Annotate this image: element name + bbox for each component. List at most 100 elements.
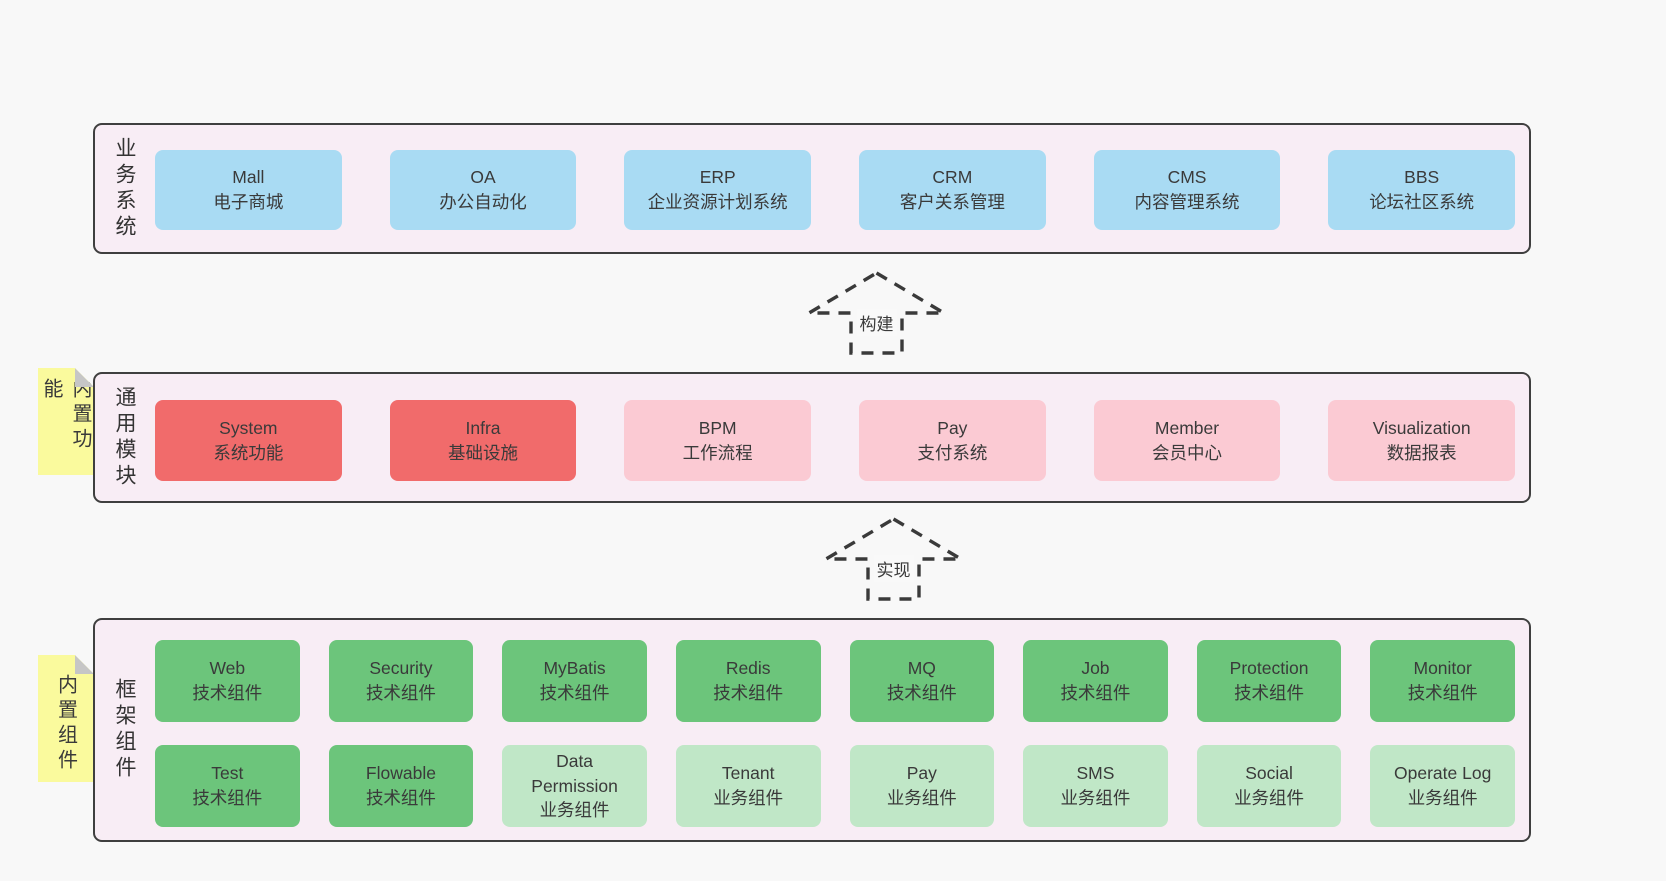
box-subtitle: 技术组件 <box>365 683 436 703</box>
box-protection: Protection 技术组件 <box>1196 640 1342 722</box>
box-subtitle: 技术组件 <box>1407 683 1478 703</box>
box-crm: CRM 客户关系管理 <box>859 150 1046 230</box>
layer-label-common-modules: 通用模块 <box>95 374 153 501</box>
box-title: Tenant <box>721 763 775 784</box>
box-title: Security <box>369 658 433 679</box>
box-flowable: Flowable 技术组件 <box>328 745 474 827</box>
box-subtitle: 电子商城 <box>213 192 284 212</box>
implement-arrow: 实现 <box>823 516 964 602</box>
box-subtitle: 企业资源计划系统 <box>647 192 788 212</box>
box-title: Job <box>1081 658 1110 679</box>
box-subtitle: 工作流程 <box>682 442 753 463</box>
box-bbs: BBS 论坛社区系统 <box>1328 150 1516 230</box>
box-bpm: BPM 工作流程 <box>624 400 812 481</box>
sticky-note-text: 内置功能 <box>40 378 91 453</box>
box-subtitle: 技术组件 <box>539 683 610 703</box>
box-web: Web 技术组件 <box>155 640 300 722</box>
box-subtitle: 业务组件 <box>1407 788 1478 808</box>
box-subtitle: 技术组件 <box>1060 683 1131 703</box>
box-title: Flowable <box>365 763 436 784</box>
box-member: Member 会员中心 <box>1093 400 1281 481</box>
box-subtitle: 基础设施 <box>448 442 518 463</box>
box-title: Data Permission <box>531 750 618 796</box>
box-subtitle: 业务组件 <box>1234 788 1305 808</box>
box-test: Test 技术组件 <box>155 745 300 827</box>
sticky-note-builtin-features: 内置功能 <box>38 368 94 475</box>
box-title: Pay <box>937 417 968 438</box>
box-subtitle: 论坛社区系统 <box>1369 192 1475 212</box>
box-title: SMS <box>1076 763 1115 784</box>
box-subtitle: 技术组件 <box>192 683 263 703</box>
box-title: Protection <box>1229 658 1309 679</box>
box-system: System 系统功能 <box>155 400 342 481</box>
folded-corner-icon <box>75 655 94 674</box>
box-subtitle: 业务组件 <box>713 788 784 808</box>
build-arrow-label: 构建 <box>856 308 897 336</box>
box-title: ERP <box>699 167 736 188</box>
layer-label-text: 通用模块 <box>113 385 136 490</box>
box-title: Visualization <box>1372 417 1471 438</box>
box-social: Social 业务组件 <box>1196 745 1342 827</box>
box-title: Monitor <box>1413 658 1472 679</box>
layer-label-business-systems: 业务系统 <box>95 125 153 252</box>
build-arrow: 构建 <box>806 270 947 356</box>
box-title: Social <box>1245 763 1293 784</box>
sticky-note-builtin-components: 内置组件 <box>38 655 94 782</box>
layer-label-text: 业务系统 <box>113 136 136 241</box>
box-subtitle: 会员中心 <box>1152 442 1223 463</box>
box-data-permission: Data Permission 业务组件 <box>502 745 647 827</box>
box-title: Infra <box>465 417 501 438</box>
box-subtitle: 数据报表 <box>1386 442 1457 463</box>
box-title: CRM <box>932 167 973 188</box>
box-oa: OA 办公自动化 <box>389 150 577 230</box>
box-title: System <box>219 417 278 438</box>
box-subtitle: 支付系统 <box>917 442 988 463</box>
box-title: Redis <box>725 658 771 679</box>
box-subtitle: 客户关系管理 <box>899 192 1005 212</box>
box-subtitle: 业务组件 <box>539 800 610 821</box>
folded-corner-icon <box>75 368 94 387</box>
box-title: MQ <box>907 658 936 679</box>
box-mybatis: MyBatis 技术组件 <box>502 640 647 722</box>
box-subtitle: 技术组件 <box>886 683 957 703</box>
box-visualization: Visualization 数据报表 <box>1328 400 1516 481</box>
box-title: BBS <box>1404 167 1440 188</box>
box-subtitle: 内容管理系统 <box>1134 192 1240 212</box>
box-title: Pay <box>906 763 937 784</box>
box-title: Web <box>209 658 246 679</box>
box-sms: SMS 业务组件 <box>1023 745 1168 827</box>
box-title: BPM <box>698 417 737 438</box>
box-tenant: Tenant 业务组件 <box>675 745 821 827</box>
box-subtitle: 业务组件 <box>1060 788 1131 808</box>
box-subtitle: 技术组件 <box>365 788 436 808</box>
common-modules-row: System 系统功能 Infra 基础设施 BPM 工作流程 Pay 支付系统 Member 会… <box>155 400 1516 481</box>
box-subtitle: 系统功能 <box>213 442 284 463</box>
box-job: Job 技术组件 <box>1023 640 1168 722</box>
box-subtitle: 技术组件 <box>192 788 263 808</box>
box-security: Security 技术组件 <box>328 640 474 722</box>
box-title: OA <box>470 167 496 188</box>
box-redis: Redis 技术组件 <box>675 640 821 722</box>
box-title: CMS <box>1167 167 1207 188</box>
box-title: Test <box>211 763 244 784</box>
box-subtitle: 办公自动化 <box>439 192 527 212</box>
box-monitor: Monitor 技术组件 <box>1370 640 1515 722</box>
box-subtitle: 技术组件 <box>713 683 784 703</box>
layer-label-framework-components: 框架组件 <box>95 620 153 840</box>
up-arrow-icon <box>823 517 964 601</box>
box-erp: ERP 企业资源计划系统 <box>624 150 812 230</box>
box-subtitle: 技术组件 <box>1234 683 1305 703</box>
box-title: Member <box>1154 417 1220 438</box>
box-mq: MQ 技术组件 <box>849 640 995 722</box>
box-title: MyBatis <box>543 658 606 679</box>
box-infra: Infra 基础设施 <box>389 400 577 481</box>
layer-label-text: 框架组件 <box>113 678 136 782</box>
box-cms: CMS 内容管理系统 <box>1093 150 1281 230</box>
sticky-note-text: 内置组件 <box>54 673 77 774</box>
